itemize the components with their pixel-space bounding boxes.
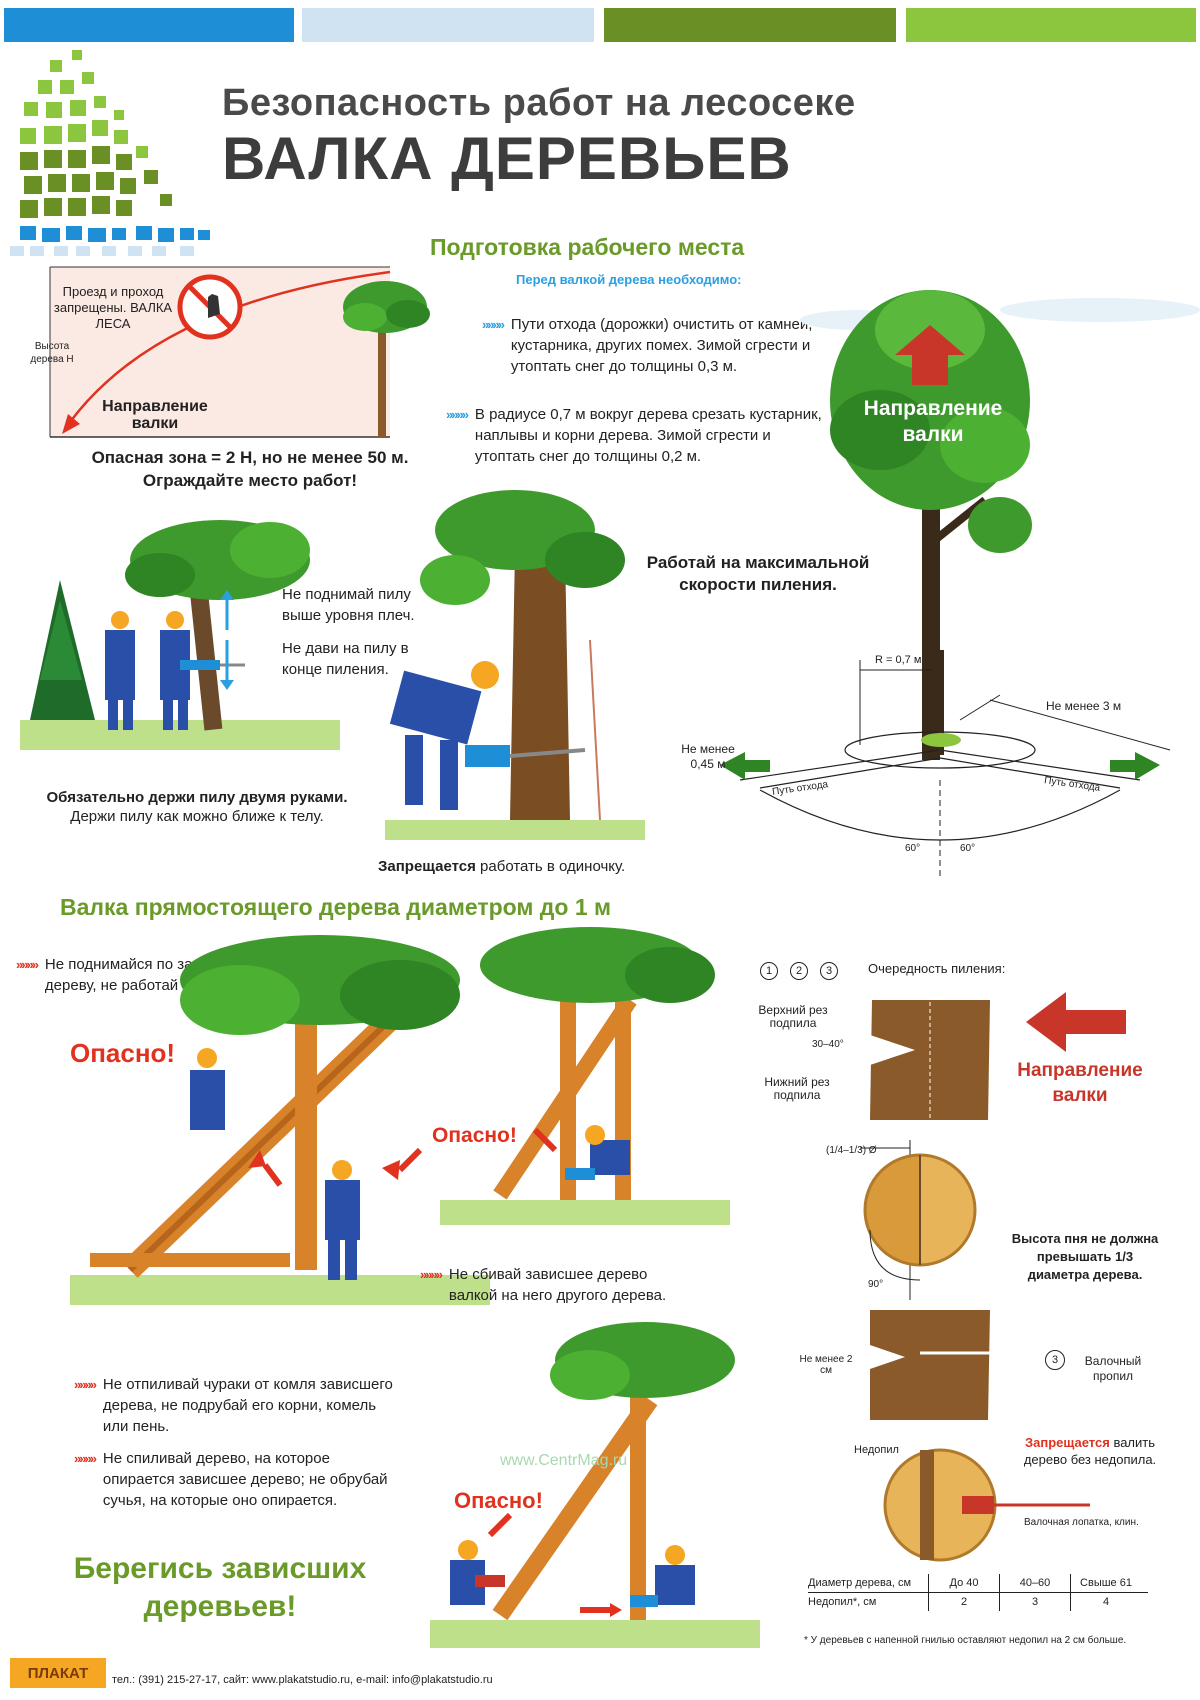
- underpile-table: Диаметр дерева, см До 40 40–60 Свыше 61 …: [808, 1574, 1148, 1611]
- right-angle-label: 90°: [868, 1279, 884, 1290]
- felling-rule-2: »»»» Не сбивай зависшее дерево валкой на…: [420, 1266, 667, 1304]
- stump-height-text: Высота пня не должна превышать 1/3 диаме…: [1011, 1231, 1159, 1282]
- no-press-saw-text: Не дави на пилу в конце пиления.: [282, 640, 409, 678]
- big-tree-direction-label: Направление валки: [863, 397, 1003, 446]
- sequence-direction-label: Направление валки: [1017, 1060, 1143, 1106]
- seq-num-3-marker: 3: [1045, 1350, 1065, 1370]
- top-bar-darkgreen: [604, 8, 896, 42]
- table-cell: 4: [1070, 1593, 1141, 1611]
- max-speed-text: Работай на максимальной скорости пиления…: [646, 553, 870, 594]
- wedge-label: Валочная лопатка, клин.: [1024, 1517, 1139, 1528]
- forbid-rest: валить дерево без недопила.: [1023, 1435, 1157, 1467]
- danger-zone-diagram: [49, 266, 430, 438]
- beware-slogan: Берегись зависших деревьев!: [73, 1552, 367, 1623]
- direction-arrow-icon: [1026, 992, 1126, 1052]
- stump-notch-diagram: [870, 995, 990, 1125]
- forbid-bold: Запрещается: [1024, 1435, 1110, 1450]
- table-header-cell: 40–60: [999, 1574, 1070, 1592]
- escape-paths-diagram: [720, 650, 1171, 880]
- chevron-arrows-icon: »»»»: [446, 407, 469, 422]
- top-bar-lightgreen: [906, 8, 1196, 42]
- cross-section-wedge-diagram: [883, 1448, 1090, 1562]
- poster-title: Безопасность работ на лесосеке: [222, 82, 856, 124]
- table-header-row: Диаметр дерева, см До 40 40–60 Свыше 61: [808, 1574, 1148, 1593]
- chevron-arrows-icon: »»»»: [482, 317, 505, 332]
- min-045-label: Не менее 0,45 м: [681, 742, 735, 771]
- min-3m-label: Не менее 3 м: [1046, 699, 1122, 713]
- alone-forbidden-text: Запрещается работать в одиночку.: [378, 856, 625, 877]
- table-cell: 3: [999, 1593, 1070, 1611]
- no-raise-saw-text: Не поднимай пилу выше уровня плеч.: [282, 586, 415, 624]
- danger-label-2: Опасно!: [432, 1124, 517, 1147]
- watermark: www.CentrMag.ru: [500, 1452, 628, 1469]
- two-workers-illustration: [20, 520, 340, 750]
- sign-text: Проезд и проход запрещены. ВАЛКА ЛЕСА: [53, 284, 173, 331]
- danger-zone-line1: Опасная зона = 2 Н, но не менее 50 м.: [91, 448, 409, 467]
- seq-num-2: 2: [790, 962, 808, 980]
- lower-cut-label: Нижний рез подпила: [764, 1075, 830, 1102]
- table-footnote: * У деревьев с напенной гнилью оставляют…: [804, 1635, 1127, 1646]
- footer-contacts: тел.: (391) 215-27-17, сайт: www.plakats…: [112, 1674, 493, 1686]
- hung-tree-scene-2: [440, 927, 730, 1225]
- seq-num-3: 3: [820, 962, 838, 980]
- table-cell: 2: [928, 1593, 999, 1611]
- angle-left-label: 60°: [905, 843, 921, 854]
- cross-section-diagram: [860, 1140, 977, 1300]
- seq-num-1: 1: [760, 962, 778, 980]
- alone-rest: работать в одиночку.: [480, 858, 626, 875]
- danger-label-3: Опасно!: [454, 1488, 543, 1513]
- underpile-label: Недопил: [854, 1444, 899, 1456]
- two-hands-rest: Держи пилу как можно ближе к телу.: [70, 808, 324, 825]
- alone-bold: Запрещается: [378, 858, 476, 875]
- min-2cm-label: Не менее 2 см: [799, 1354, 853, 1376]
- radius-label: R = 0,7 м: [875, 654, 922, 666]
- table-header-cell: До 40: [928, 1574, 999, 1592]
- two-hands-bold: Обязательно держи пилу двумя руками.: [46, 789, 348, 806]
- danger-zone-line2: Ограждайте место работ!: [142, 471, 358, 490]
- crouching-worker-illustration: [385, 490, 645, 840]
- notch-angle-label: 30–40°: [812, 1039, 844, 1050]
- forbid-underpile-text: Запрещается валить дерево без недопила.: [1010, 1434, 1170, 1468]
- brand-name: ПЛАКАТ: [27, 1664, 89, 1682]
- table-header-cell: Диаметр дерева, см: [808, 1577, 912, 1589]
- chevron-arrows-icon: »»»»: [420, 1267, 443, 1282]
- sequence-numbers: 1 2 3: [760, 962, 838, 980]
- danger-zone-text: Опасная зона = 2 Н, но не менее 50 м. Ог…: [40, 446, 460, 492]
- chevron-arrows-icon: »»»»: [16, 957, 39, 972]
- poster-main-title: ВАЛКА ДЕРЕВЬЕВ: [222, 125, 792, 192]
- top-bar-blue: [4, 8, 294, 42]
- top-bar-lightblue: [302, 8, 594, 42]
- pixel-mosaic-logo: [10, 50, 210, 256]
- prep-direction-label: Направление валки: [102, 398, 208, 432]
- hung-tree-scene-1: [70, 935, 490, 1305]
- prep-bullet-1: »»»» Пути отхода (дорожки) очистить от к…: [482, 316, 813, 375]
- hung-tree-scene-3: [430, 1322, 760, 1648]
- section-heading-preparation: Подготовка рабочего места: [430, 234, 745, 260]
- table-row: Недопил*, см 2 3 4: [808, 1593, 1148, 1611]
- felling-rule-3: »»»» Не отпиливай чураки от комля зависш…: [74, 1376, 393, 1435]
- prep-subheading: Перед валкой дерева необходимо:: [516, 272, 742, 287]
- section-heading-felling: Валка прямостоящего дерева диаметром до …: [60, 894, 612, 920]
- fraction-label: (1/4–1/3) Ø: [826, 1145, 877, 1156]
- brand-logo: ПЛАКАТ: [10, 1658, 106, 1688]
- prep-bullet-2: »»»» В радиусе 0,7 м вокруг дерева среза…: [446, 406, 822, 465]
- chevron-arrows-icon: »»»»: [74, 1451, 97, 1466]
- angle-right-label: 60°: [960, 843, 976, 854]
- tree-height-label: Высота дерева Н: [30, 341, 74, 365]
- two-hands-text: Обязательно держи пилу двумя руками. Дер…: [12, 788, 382, 826]
- sequence-title: Очередность пиления:: [868, 961, 1006, 976]
- felling-rule-4: »»»» Не спиливай дерево, на которое опир…: [74, 1450, 388, 1509]
- stump-felling-cut-diagram: [870, 1310, 1000, 1420]
- table-header-cell: Свыше 61: [1070, 1574, 1141, 1592]
- felling-cut-label: Валочный пропил: [1084, 1354, 1142, 1383]
- chevron-arrows-icon: »»»»: [74, 1377, 97, 1392]
- upper-cut-label: Верхний рез подпила: [758, 1003, 828, 1030]
- table-cell: Недопил*, см: [808, 1596, 877, 1608]
- big-tree-illustration: [800, 290, 1200, 760]
- danger-label-1: Опасно!: [70, 1038, 176, 1068]
